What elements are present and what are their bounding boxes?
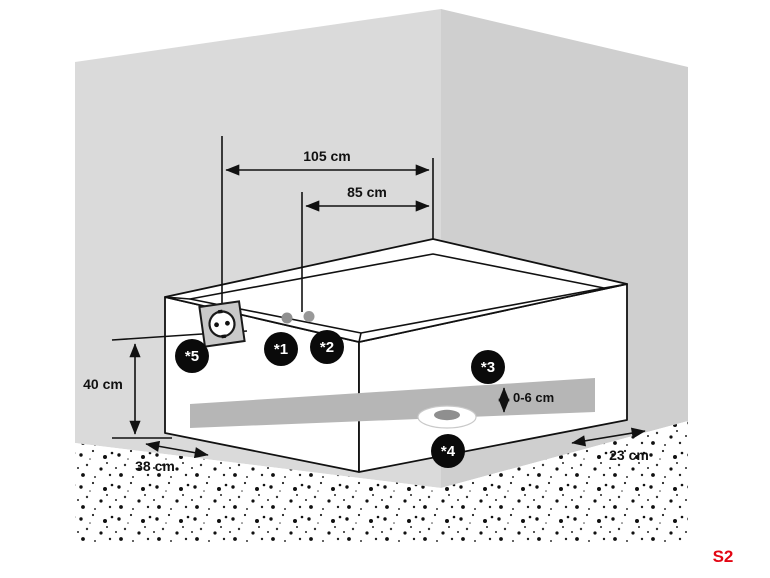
rim-corner-edge-left <box>164 296 191 300</box>
marker-5-label: *5 <box>185 348 199 365</box>
dimension-lines: 105 cm 85 cm 40 cm 38 cm 23 cm 0-6 cm <box>83 136 649 474</box>
marker-3-circle <box>471 350 505 384</box>
shower-tray <box>190 378 595 428</box>
marker-3-label: *3 <box>481 359 495 376</box>
marker-4: *4 <box>431 434 465 468</box>
rim-corner-edge-right <box>603 283 628 289</box>
drain-hole-icon <box>417 405 477 429</box>
connection-point-1 <box>281 312 293 324</box>
marker-5-circle <box>175 339 209 373</box>
marker-2-label: *2 <box>320 339 334 356</box>
marker-4-label: *4 <box>441 443 456 460</box>
power-socket-icon <box>198 300 246 348</box>
marker-1: *1 <box>264 332 298 366</box>
dim-label-38: 38 cm <box>135 458 175 474</box>
dim-label-105: 105 cm <box>303 148 350 164</box>
rim-corner-edge-front <box>358 332 362 343</box>
floor-speckled <box>75 421 688 543</box>
marker-1-circle <box>264 332 298 366</box>
dim-label-85: 85 cm <box>347 184 387 200</box>
marker-4-circle <box>431 434 465 468</box>
connection-point-2 <box>303 311 315 322</box>
dim-label-40: 40 cm <box>83 376 123 392</box>
marker-3: *3 <box>471 350 505 384</box>
marker-5: *5 <box>175 339 209 373</box>
marker-2: *2 <box>310 330 344 364</box>
dim-arrow-38 <box>145 440 209 459</box>
dim-label-23: 23 cm <box>609 447 649 463</box>
dim-label-tray: 0-6 cm <box>513 390 554 405</box>
dim-arrow-23 <box>571 427 646 447</box>
page-code: S2 <box>713 547 734 566</box>
marker-2-circle <box>310 330 344 364</box>
marker-1-label: *1 <box>274 341 288 358</box>
